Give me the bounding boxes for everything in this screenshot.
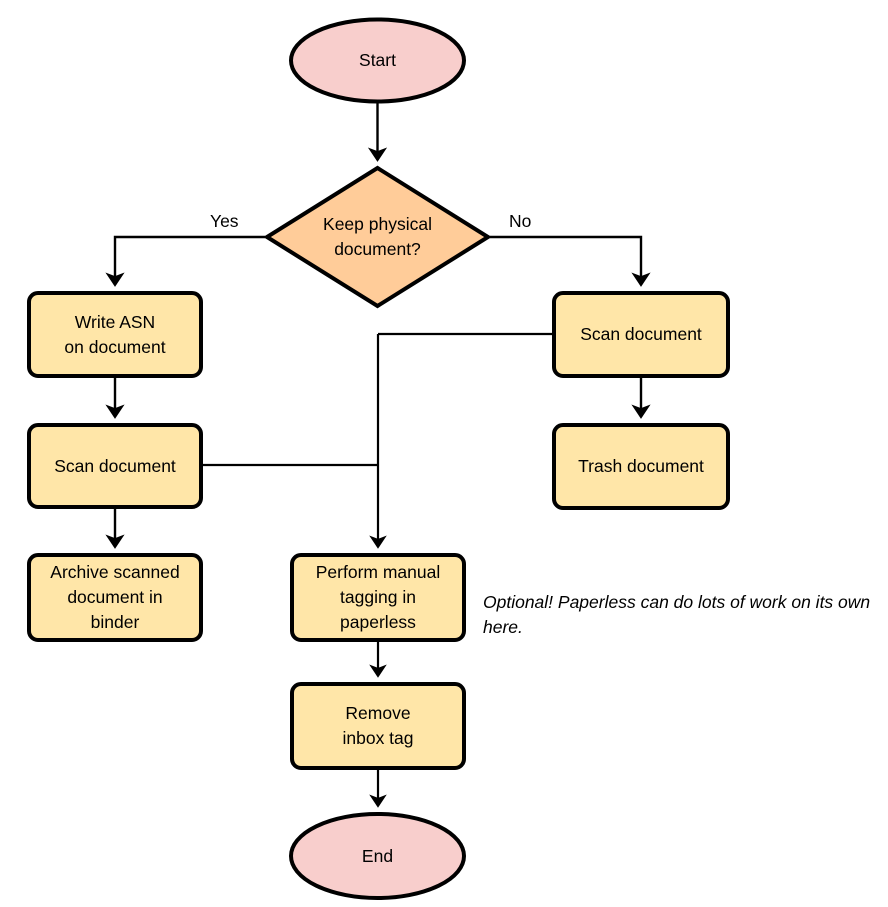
node-scan-left-shape[interactable] (27, 423, 203, 509)
edge-label-yes: Yes (210, 211, 239, 231)
node-write-asn-shape[interactable] (27, 291, 203, 378)
optional-note-text: Optional! Paperless can do lots of work … (483, 592, 871, 637)
node-end-shape[interactable] (289, 812, 466, 900)
node-decision-shape[interactable] (263, 165, 492, 309)
edge-layer (105, 103, 651, 808)
node-layer (27, 17, 730, 900)
node-manual-tagging-shape[interactable] (290, 553, 466, 642)
edge-label-no: No (509, 211, 532, 231)
node-start-shape[interactable] (289, 17, 466, 104)
node-trash-shape[interactable] (552, 423, 730, 510)
edge-decision-yes-to-write-asn (105, 235, 265, 287)
edge-decision-no-to-scan-right (490, 235, 651, 287)
node-remove-inbox-shape[interactable] (290, 682, 466, 770)
node-archive-shape[interactable] (27, 553, 203, 642)
node-scan-right-shape[interactable] (552, 291, 730, 378)
